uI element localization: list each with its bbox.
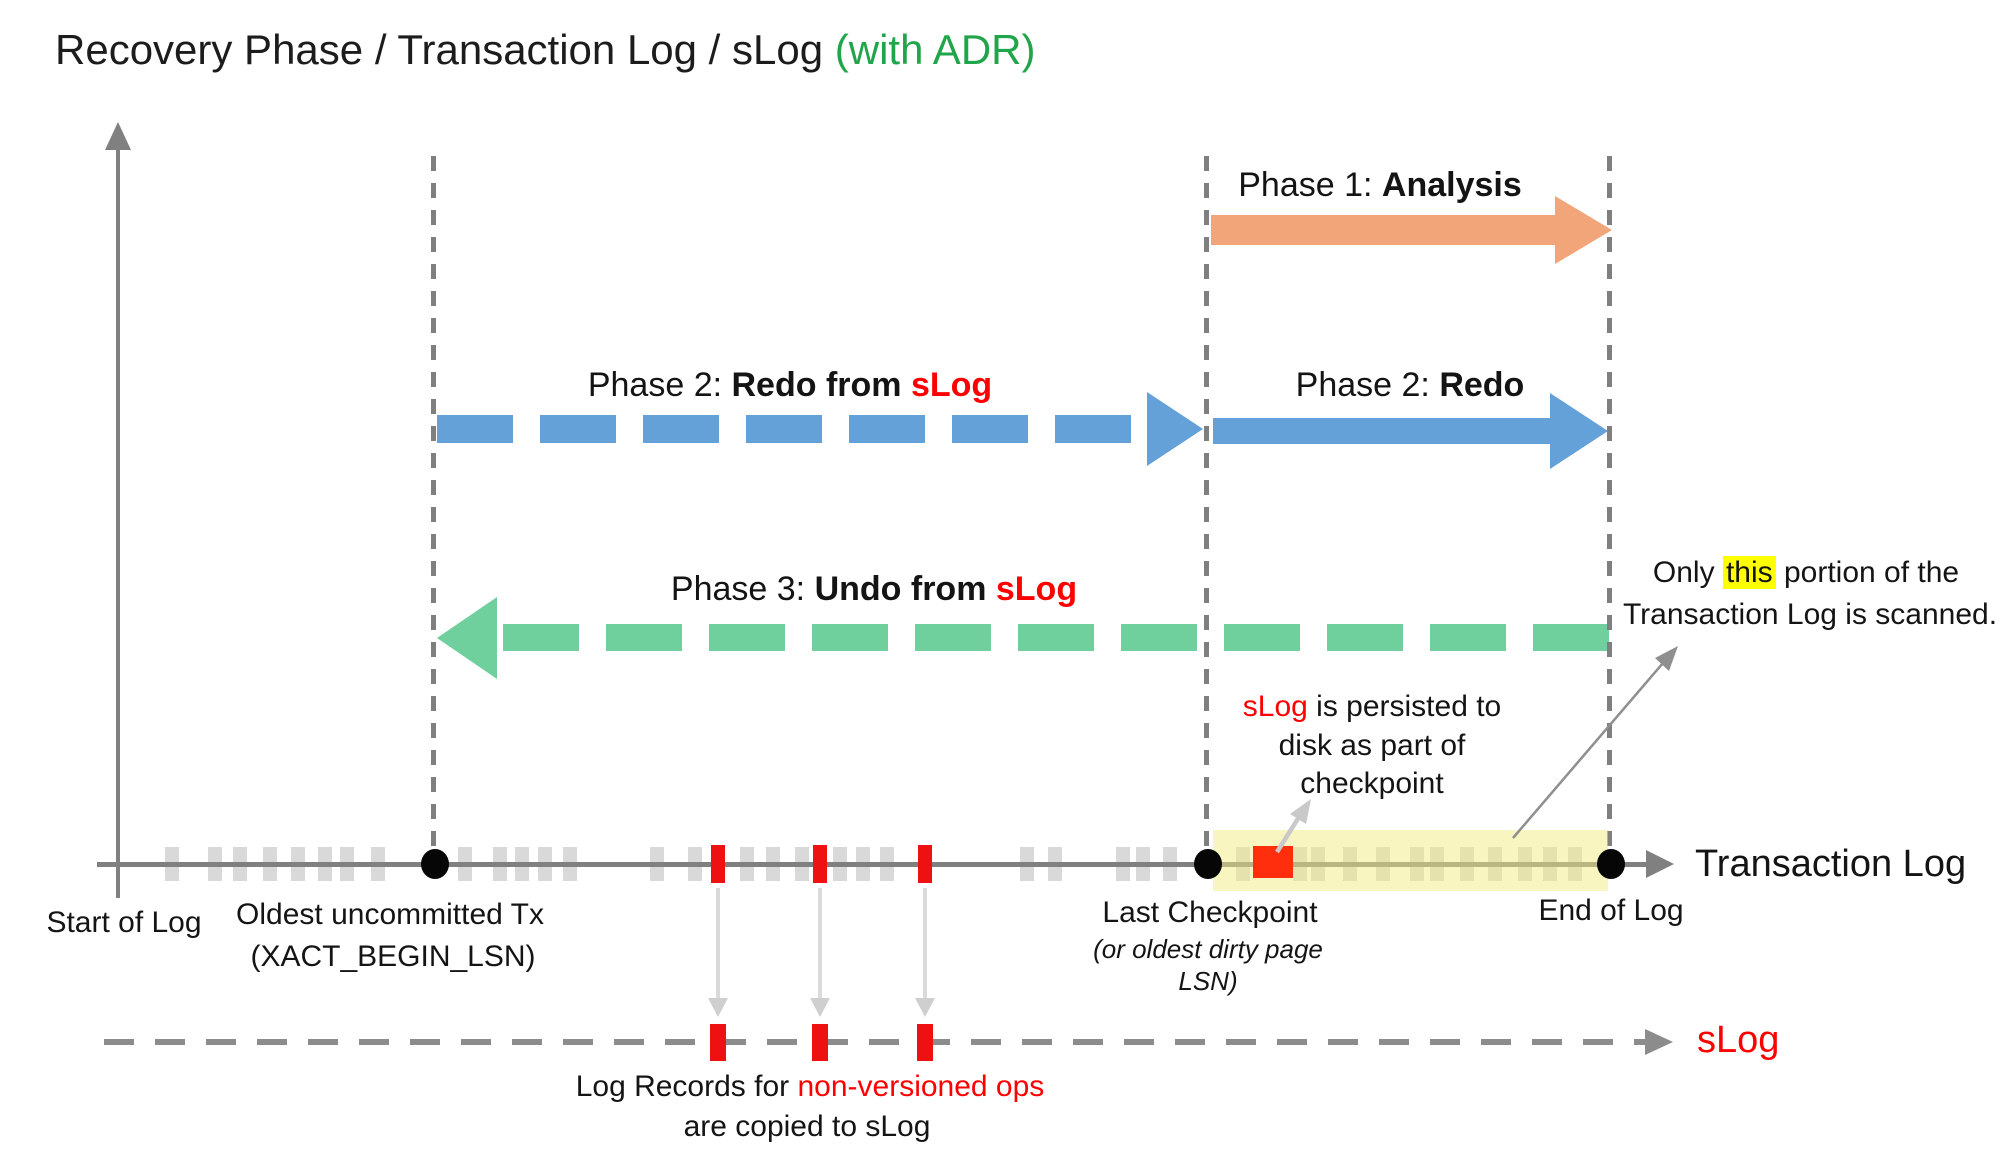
slog-record-tick xyxy=(917,1024,933,1061)
copy-note-line1: Log Records for non-versioned ops xyxy=(576,1070,1045,1104)
copy-arrowhead-icon xyxy=(708,998,728,1017)
slog-record-tick xyxy=(812,1024,828,1061)
phase3-arrowhead-icon xyxy=(437,597,497,679)
non-versioned-op-tick xyxy=(918,845,932,883)
guide-line-last-checkpoint xyxy=(1204,156,1209,864)
copy-arrowhead-icon xyxy=(915,998,935,1017)
copy-note-red: non-versioned ops xyxy=(797,1070,1045,1103)
non-versioned-op-tick xyxy=(813,845,827,883)
phase2-slog-red: sLog xyxy=(910,366,993,404)
oldest-tx-label-line1: Oldest uncommitted Tx xyxy=(236,898,544,931)
page-title-accent: (with ADR) xyxy=(834,26,1036,73)
last-checkpoint-label-line2: (or oldest dirty page xyxy=(1093,934,1323,964)
end-of-log-label: End of Log xyxy=(1538,894,1684,927)
last-checkpoint-label-line1: Last Checkpoint xyxy=(1102,896,1318,929)
transaction-log-axis-label: Transaction Log xyxy=(1695,843,1967,885)
slog-arrowhead-icon xyxy=(1645,1029,1673,1055)
phase2-slog-bold: Redo from xyxy=(731,366,911,404)
scan-note-pre: Only xyxy=(1652,556,1723,589)
phase3-red: sLog xyxy=(995,570,1078,608)
copy-note-pre: Log Records for xyxy=(575,1070,798,1103)
start-of-log-label: Start of Log xyxy=(46,906,202,939)
phase2-slog-label: Phase 2: Redo from sLog xyxy=(588,366,992,405)
phase1-label: Phase 1: Analysis xyxy=(1238,166,1522,205)
copy-to-slog-arrows xyxy=(708,888,935,1017)
phase2-prefix: Phase 2: xyxy=(1295,366,1440,404)
slog-checkpoint-marker xyxy=(1253,846,1293,878)
oldest-tx-label-line2: (XACT_BEGIN_LSN) xyxy=(250,940,536,973)
last-checkpoint-dot xyxy=(1194,849,1222,879)
copy-arrowhead-icon xyxy=(810,998,830,1017)
slog-record-tick xyxy=(710,1024,726,1061)
phase2-label: Phase 2: Redo xyxy=(1296,366,1525,405)
phase3-prefix: Phase 3: xyxy=(670,570,815,608)
guide-line-oldest-tx xyxy=(431,156,436,864)
phase1-label-prefix: Phase 1: xyxy=(1238,166,1382,204)
phase2-arrowhead-icon xyxy=(1550,393,1608,469)
page-title-main: Recovery Phase / Transaction Log / sLog xyxy=(55,26,835,73)
scan-note-line2: Transaction Log is scanned. xyxy=(1622,598,1998,631)
transaction-log-axis xyxy=(97,862,1648,867)
slog-axis-label: sLog xyxy=(1697,1019,1780,1061)
scan-pointer-arrow xyxy=(1512,646,1678,839)
phase1-label-bold: Analysis xyxy=(1381,166,1522,204)
oldest-tx-dot xyxy=(421,849,449,879)
phase2-bold: Redo xyxy=(1439,366,1525,404)
last-checkpoint-label-line3: LSN) xyxy=(1178,966,1238,996)
transaction-log-arrowhead-icon xyxy=(1646,850,1674,878)
page-title: Recovery Phase / Transaction Log / sLog … xyxy=(55,26,1035,74)
phase3-label: Phase 3: Undo from sLog xyxy=(671,570,1077,609)
persist-note-line1: sLog is persisted to xyxy=(1243,690,1501,724)
phase2-redo-from-slog-arrow xyxy=(437,415,1147,443)
vertical-axis-arrowhead-icon xyxy=(105,122,131,150)
phase2-slog-arrowhead-icon xyxy=(1147,392,1203,466)
persist-note-rest: is persisted to xyxy=(1307,690,1502,723)
end-of-log-dot xyxy=(1597,849,1625,879)
guide-line-end-of-log xyxy=(1607,156,1612,864)
scan-note-highlight: this xyxy=(1722,556,1776,589)
phase2-slog-prefix: Phase 2: xyxy=(587,366,732,404)
copy-note-line2: are copied to sLog xyxy=(683,1110,931,1143)
slog-axis xyxy=(104,1039,1645,1045)
phase2-redo-arrow xyxy=(1213,418,1550,444)
phase1-arrowhead-icon xyxy=(1555,196,1612,264)
scan-note-post: portion of the xyxy=(1775,556,1960,589)
vertical-axis xyxy=(116,148,120,898)
scan-note-line1: Only this portion of the xyxy=(1653,556,1959,590)
persist-note-line3: checkpoint xyxy=(1300,767,1444,800)
phase3-undo-from-slog-arrow xyxy=(497,624,1609,651)
phase1-analysis-arrow xyxy=(1211,215,1557,245)
non-versioned-op-tick xyxy=(711,845,725,883)
persist-note-line2: disk as part of xyxy=(1278,729,1466,762)
persist-note-red: sLog xyxy=(1242,690,1308,723)
phase3-bold: Undo from xyxy=(814,570,996,608)
